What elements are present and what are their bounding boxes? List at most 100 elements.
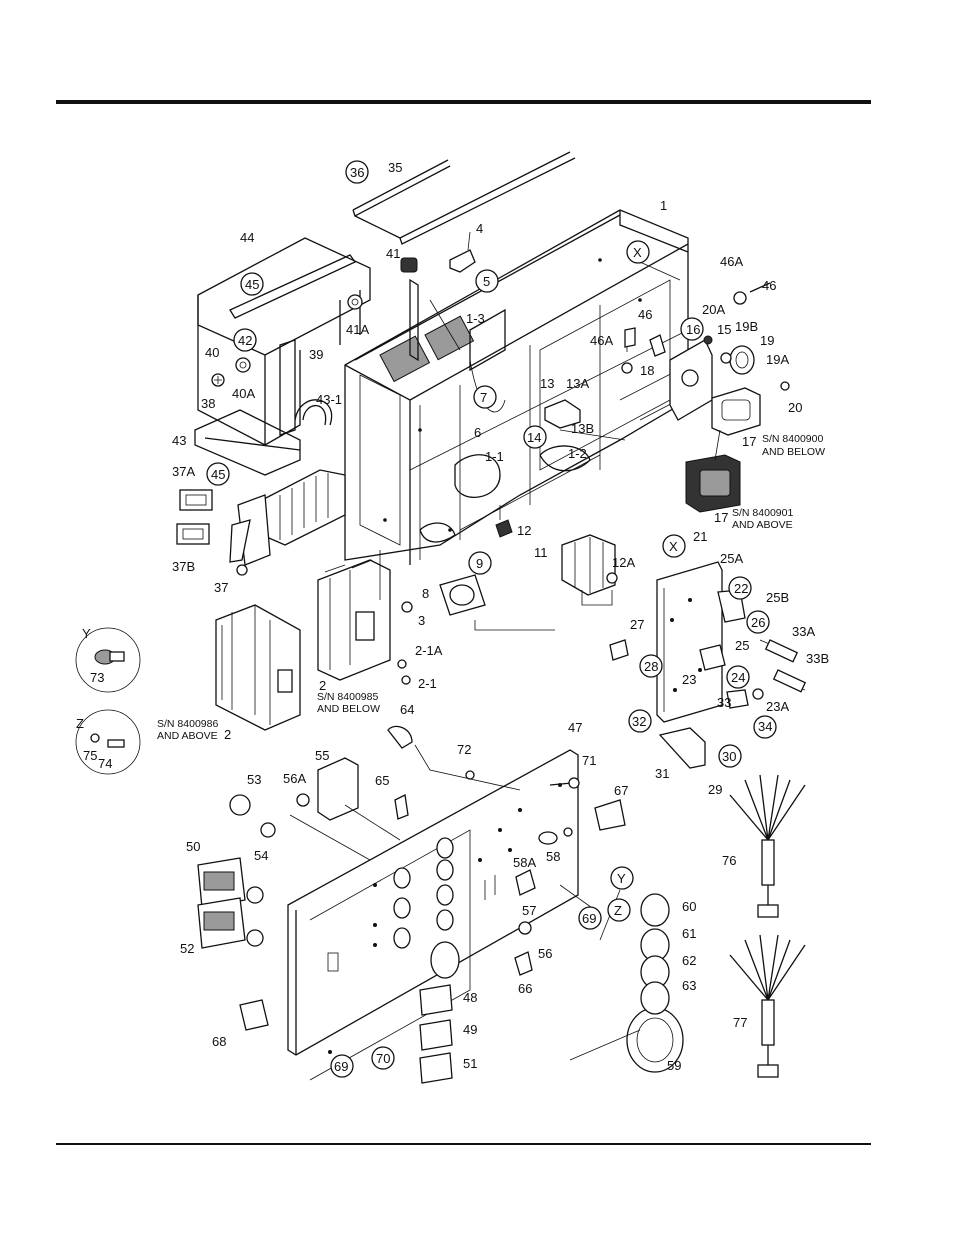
bottom-rule — [56, 1143, 871, 1145]
label-2-1: 2-1 — [418, 676, 437, 691]
label-73: 73 — [90, 670, 104, 685]
label-Z: Z — [76, 716, 84, 731]
cable-43-1 — [294, 399, 333, 426]
part-labels: 36 35 1 4 44 X 41 5 45 46A 46 41A 1-3 46… — [76, 160, 829, 1074]
label-56: 56 — [538, 946, 552, 961]
label-2-big: 2 — [224, 727, 231, 742]
label-18: 18 — [640, 363, 654, 378]
label-4: 4 — [476, 221, 483, 236]
label-62: 62 — [682, 953, 696, 968]
label-1-2: 1-2 — [568, 446, 587, 461]
label-5: 5 — [483, 274, 490, 289]
label-17-below: 17 — [742, 434, 756, 449]
label-52: 52 — [180, 941, 194, 956]
label-11: 11 — [534, 545, 548, 560]
label-63: 63 — [682, 978, 696, 993]
label-67: 67 — [614, 783, 628, 798]
label-7: 7 — [480, 390, 487, 405]
note-17-above-1: S/N 8400901 — [732, 507, 793, 519]
label-14: 14 — [527, 430, 541, 445]
label-13B: 13B — [571, 421, 594, 436]
note-17-below-2: AND BELOW — [762, 446, 825, 458]
label-13: 13 — [540, 376, 554, 391]
switch-18 — [621, 327, 666, 374]
label-43-1: 43-1 — [316, 392, 342, 407]
label-8: 8 — [422, 586, 429, 601]
label-36: 36 — [350, 165, 364, 180]
label-48: 48 — [463, 990, 477, 1005]
label-32: 32 — [632, 714, 646, 729]
label-42: 42 — [238, 333, 252, 348]
label-72: 72 — [457, 742, 471, 757]
label-19: 19 — [760, 333, 774, 348]
label-33: 33 — [717, 695, 731, 710]
label-25: 25 — [735, 638, 749, 653]
relay-13 — [544, 399, 581, 429]
label-38: 38 — [201, 396, 215, 411]
callout-circles — [206, 160, 777, 1078]
label-44: 44 — [240, 230, 254, 245]
label-X-lower: X — [669, 539, 678, 554]
label-1-1: 1-1 — [485, 449, 504, 464]
top-rule — [56, 100, 871, 104]
hourmeter-17-below — [711, 387, 761, 436]
label-49: 49 — [463, 1022, 477, 1037]
label-43: 43 — [172, 433, 186, 448]
label-26: 26 — [751, 615, 765, 630]
sender-circle-y — [75, 627, 141, 693]
label-21: 21 — [693, 529, 707, 544]
label-41: 41 — [386, 246, 400, 261]
label-13A: 13A — [566, 376, 589, 391]
label-58A: 58A — [513, 855, 536, 870]
note-17-above-2: AND ABOVE — [732, 519, 793, 531]
bracket-43 — [194, 409, 301, 476]
leader-lines — [289, 261, 721, 1061]
label-37: 37 — [214, 580, 228, 595]
front-control-panel — [287, 749, 579, 1081]
label-69-bottom: 69 — [334, 1059, 348, 1074]
label-3: 3 — [418, 613, 425, 628]
label-29: 29 — [708, 782, 722, 797]
part-4-clip — [449, 231, 476, 273]
label-46-right: 46 — [762, 278, 776, 293]
label-33A: 33A — [792, 624, 815, 639]
label-55: 55 — [315, 748, 329, 763]
rotary-switch-37 — [176, 469, 346, 576]
sender-circle-z — [75, 709, 141, 775]
hourmeter-17-above — [685, 454, 741, 513]
label-47: 47 — [568, 720, 582, 735]
label-50: 50 — [186, 839, 200, 854]
label-54: 54 — [254, 848, 268, 863]
contactor-2-above — [215, 604, 301, 731]
wire-harness-77 — [729, 934, 806, 1078]
label-33B: 33B — [806, 651, 829, 666]
hourmeter-assembly-19 — [703, 282, 790, 391]
label-31: 31 — [655, 766, 669, 781]
label-51: 51 — [463, 1056, 477, 1071]
serial-notes: S/N 8400900 AND BELOW S/N 8400901 AND AB… — [157, 433, 825, 742]
plug-12 — [495, 505, 513, 538]
label-Z-gauge: Z — [614, 903, 622, 918]
label-12: 12 — [517, 523, 531, 538]
front-components — [197, 725, 684, 1084]
label-23A: 23A — [766, 699, 789, 714]
label-37A: 37A — [172, 464, 195, 479]
label-66: 66 — [518, 981, 532, 996]
label-37B: 37B — [172, 559, 195, 574]
note-2-below-1: S/N 8400985 — [317, 691, 378, 703]
label-59: 59 — [667, 1058, 681, 1073]
note-2-above-1: S/N 8400986 — [157, 718, 218, 730]
label-56A: 56A — [283, 771, 306, 786]
label-17-above: 17 — [714, 510, 728, 525]
contactor-2-below — [317, 559, 413, 685]
label-12A: 12A — [612, 555, 635, 570]
label-65: 65 — [375, 773, 389, 788]
top-cover-panel — [352, 151, 576, 245]
label-22: 22 — [734, 581, 748, 596]
label-20A: 20A — [702, 302, 725, 317]
label-41A: 41A — [346, 322, 369, 337]
label-75: 75 — [83, 748, 97, 763]
label-1: 1 — [660, 198, 667, 213]
left-housing-44 — [197, 237, 419, 447]
